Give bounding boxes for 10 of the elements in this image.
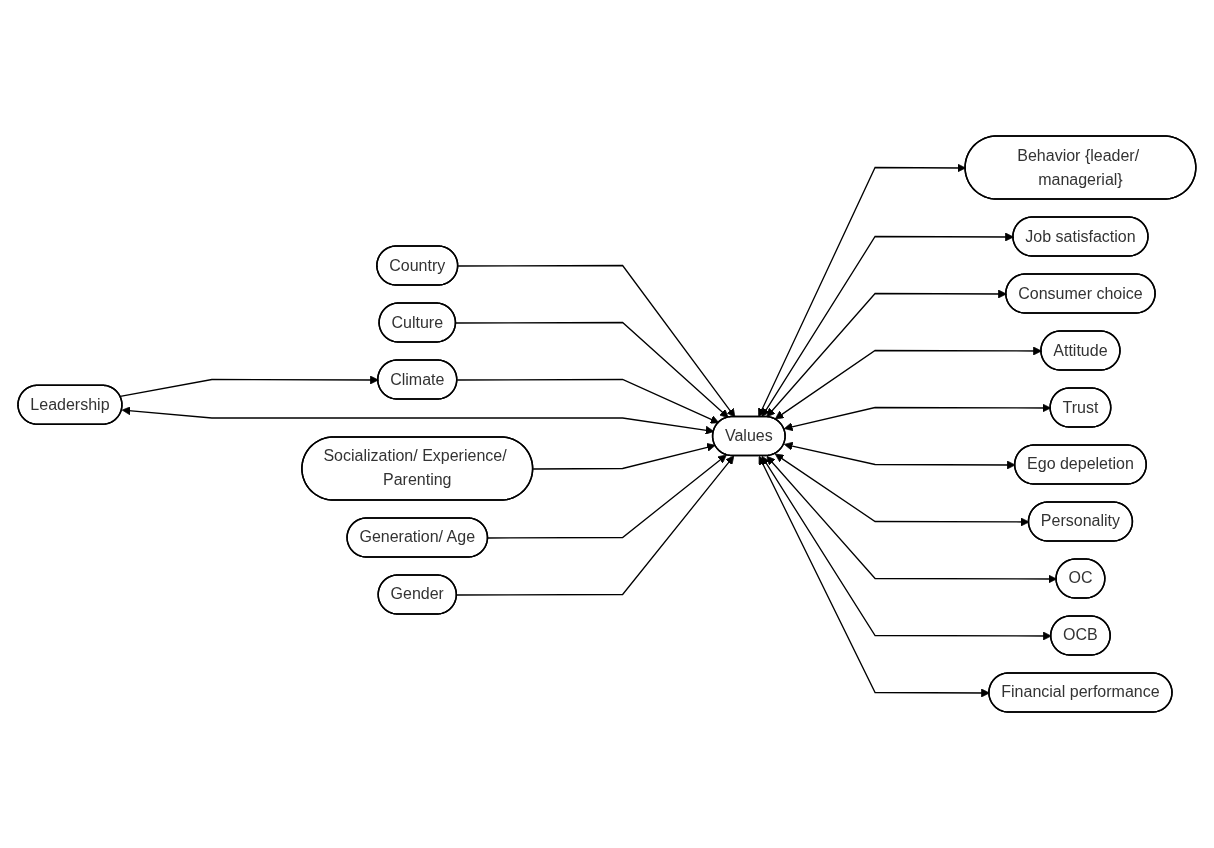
- arrow: [456, 378, 720, 424]
- arrow: [761, 232, 1014, 418]
- arrow: [532, 442, 716, 470]
- arrow: [758, 455, 990, 698]
- arrow: [487, 454, 727, 539]
- arrow: [766, 289, 1007, 418]
- arrow: [775, 346, 1042, 420]
- arrow: [456, 455, 735, 596]
- arrow: [457, 264, 736, 418]
- arrow: [455, 321, 729, 418]
